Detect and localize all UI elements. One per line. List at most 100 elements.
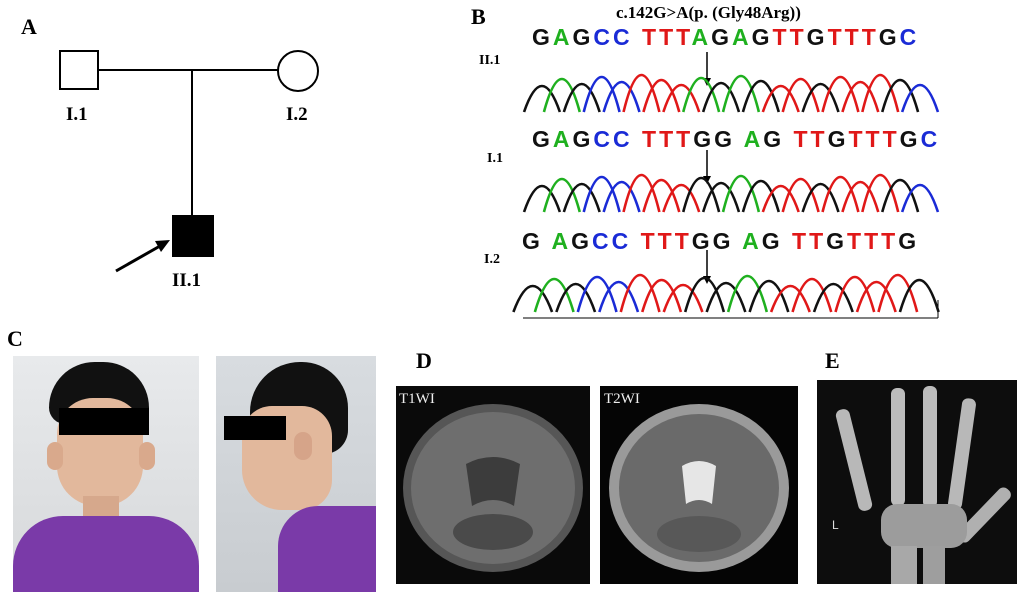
trace-peak-3-9 <box>683 276 726 313</box>
chromatogram-label-row2: I.1 <box>487 151 503 166</box>
father-label: I.1 <box>66 104 88 125</box>
trace-peak-3-14 <box>791 277 833 313</box>
base-call-2-16: T <box>793 126 811 152</box>
trace-peak-1-11 <box>721 74 761 113</box>
mother-circle-symbol <box>277 50 319 92</box>
trace-peak-2-12 <box>741 179 781 213</box>
chromatogram-traces <box>512 52 940 319</box>
panel-label-e: E <box>825 348 840 373</box>
trace-peak-3-19 <box>898 278 940 313</box>
base-call-2-2: A <box>552 126 573 152</box>
trace-peak-2-20 <box>900 183 940 213</box>
hand-xray-image <box>817 380 1017 584</box>
trace-peak-3-1 <box>512 284 554 313</box>
panel-label-c: C <box>7 326 23 351</box>
trace-peak-3-13 <box>769 284 811 313</box>
trace-peak-1-6 <box>622 74 661 113</box>
trace-peak-2-1 <box>522 184 562 213</box>
trace-peak-1-14 <box>781 77 820 113</box>
base-call-1-9: T <box>676 24 692 50</box>
xray-side-marker: L <box>832 518 839 532</box>
trace-peak-3-5 <box>598 280 640 313</box>
base-call-2-1: G <box>532 126 553 152</box>
purple-shirt <box>278 506 376 592</box>
base-call-3-9: T <box>657 228 675 254</box>
hand-bones <box>835 386 1011 584</box>
trace-peak-1-12 <box>741 79 781 113</box>
proband-arrow-head <box>155 240 170 252</box>
base-call-3-19: G <box>826 228 848 254</box>
trace-peak-1-15 <box>801 82 840 113</box>
base-call-2-9: T <box>676 126 694 152</box>
pedigree-diagram <box>59 50 319 273</box>
patient-frontal-photo <box>13 356 199 592</box>
base-call-1-3: G <box>572 24 594 50</box>
base-call-3-12: G <box>712 228 734 254</box>
mother-label: I.2 <box>286 104 308 125</box>
base-call-3-5: C <box>591 228 612 254</box>
base-call-1-10: A <box>691 24 712 50</box>
base-call-2-23: C <box>920 126 941 152</box>
trace-peak-3-2 <box>533 277 575 313</box>
ear-left <box>47 442 63 470</box>
base-call-1-18: T <box>844 24 862 50</box>
trace-peak-3-11 <box>726 274 769 313</box>
trace-peak-1-7 <box>642 78 681 113</box>
base-call-1-19: T <box>861 24 879 50</box>
base-calls-row1: GAGCC TTTAGAGTTGTTTGC <box>532 24 919 51</box>
brain-axial-t1 <box>403 404 583 572</box>
trace-peak-3-6 <box>619 274 661 313</box>
mri-t2-label: T2WI <box>604 391 640 407</box>
base-call-2-17: T <box>810 126 828 152</box>
base-call-2-3: G <box>572 126 594 152</box>
base-call-2-22: G <box>899 126 921 152</box>
panel-label-d: D <box>416 348 432 373</box>
base-call-1-15: T <box>789 24 807 50</box>
trace-peak-2-2 <box>542 177 582 213</box>
base-call-2-18: G <box>827 126 849 152</box>
base-call-1-11: G <box>711 24 733 50</box>
base-call-3-1: G <box>522 228 543 254</box>
trace-peak-2-3 <box>562 182 601 213</box>
base-call-1-12: A <box>732 24 752 50</box>
trace-peak-1-3 <box>562 82 601 113</box>
base-call-1-13: G <box>751 24 773 50</box>
base-call-1-2: A <box>552 24 573 50</box>
base-call-1-1: G <box>532 24 553 50</box>
base-call-3-18: T <box>809 228 827 254</box>
base-call-1-17: T <box>827 24 845 50</box>
base-call-2-7: T <box>642 126 660 152</box>
trace-peak-2-5 <box>602 180 641 213</box>
base-call-2-8: T <box>659 126 677 152</box>
trace-peak-2-7 <box>642 178 681 213</box>
base-call-2-11: G <box>714 126 736 152</box>
trace-peak-1-9 <box>681 76 721 113</box>
trace-peak-3-8 <box>662 283 704 313</box>
mri-t2-image <box>600 386 798 584</box>
trace-peak-3-10 <box>705 281 747 313</box>
base-calls-row2: GAGCC TTTGG AG TTGTTTGC <box>532 126 940 153</box>
privacy-bar <box>224 416 286 440</box>
base-call-1-14: T <box>772 24 790 50</box>
trace-peak-1-19 <box>880 78 920 113</box>
trace-peak-2-16 <box>821 175 860 213</box>
privacy-bar <box>59 408 149 435</box>
mri-t1-image <box>396 386 590 584</box>
base-call-3-3: A <box>551 228 572 254</box>
trace-peak-3-17 <box>855 280 897 313</box>
base-call-3-21: T <box>864 228 882 254</box>
trace-peak-2-18 <box>861 174 900 213</box>
base-call-1-7: T <box>642 24 660 50</box>
proband-filled-square-symbol <box>172 215 214 257</box>
base-call-1-20: G <box>878 24 900 50</box>
trace-peak-1-5 <box>602 80 641 113</box>
trace-peak-1-1 <box>522 84 562 113</box>
base-call-1-16: G <box>806 24 828 50</box>
base-call-2-20: T <box>865 126 883 152</box>
base-call-3-10: T <box>674 228 692 254</box>
base-call-3-4: G <box>571 228 592 254</box>
trace-peak-2-6 <box>622 174 661 213</box>
trace-peak-2-13 <box>761 184 800 213</box>
trace-peak-1-20 <box>900 83 940 113</box>
trace-peak-2-10 <box>701 181 741 213</box>
